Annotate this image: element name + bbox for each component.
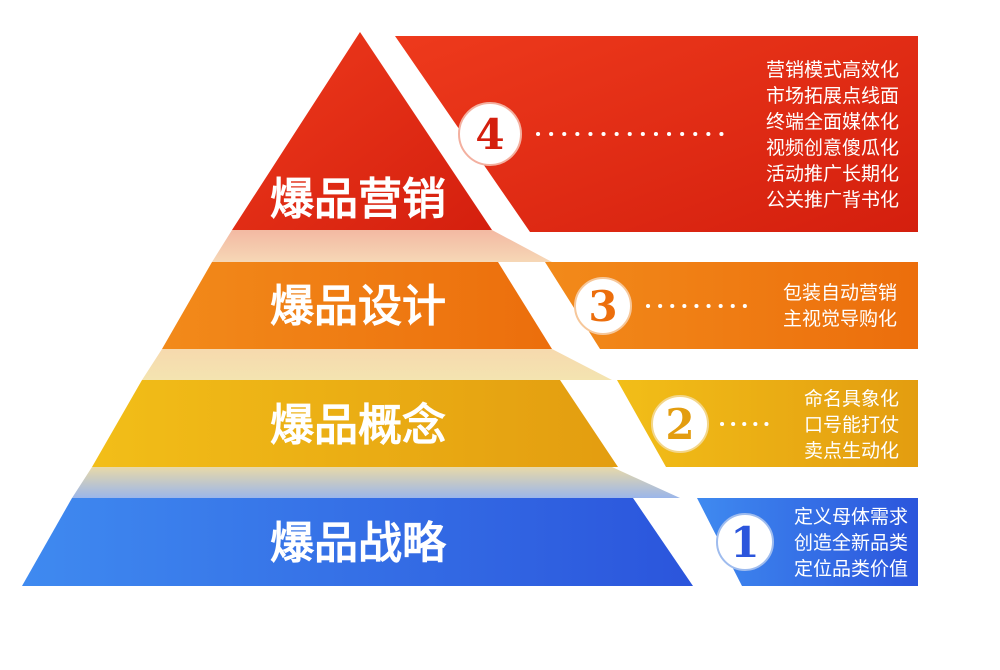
item-text: 营销模式高效化 (766, 59, 899, 81)
item-text: 主视觉导购化 (783, 308, 897, 330)
tier-title-design: 爆品设计 (270, 281, 446, 332)
item-text: 创造全新品类 (794, 532, 908, 554)
tier-shape-marketing (232, 32, 492, 230)
item-text: 命名具象化 (804, 388, 899, 410)
tier-title-concept: 爆品概念 (270, 400, 446, 451)
item-text: 市场拓展点线面 (766, 85, 899, 107)
connector-band-4-3 (212, 230, 552, 262)
item-list-strategy: 定义母体需求 创造全新品类 定位品类价值 (794, 506, 908, 580)
connector-band-3-2 (142, 349, 612, 380)
number-badge-2: 2 (651, 395, 709, 453)
tier-shape-concept (92, 380, 618, 467)
tier-title-strategy: 爆品战略 (270, 518, 447, 569)
item-text: 卖点生动化 (804, 440, 899, 462)
item-list-concept: 命名具象化 口号能打仗 卖点生动化 (804, 388, 899, 462)
item-list-design: 包装自动营销 主视觉导购化 (783, 282, 897, 330)
number-2: 2 (665, 400, 694, 449)
number-3: 3 (588, 282, 617, 331)
item-text: 公关推广背书化 (766, 189, 899, 211)
tier-shape-design (162, 262, 552, 349)
number-4: 4 (475, 110, 504, 159)
item-text: 定位品类价值 (794, 558, 908, 580)
item-text: 终端全面媒体化 (766, 111, 899, 133)
connector-band-2-1 (72, 467, 680, 498)
number-badge-1: 1 (716, 513, 774, 571)
item-text: 定义母体需求 (794, 506, 908, 528)
tier-title-marketing: 爆品营销 (270, 174, 446, 225)
item-text: 活动推广长期化 (766, 163, 899, 185)
item-text: 口号能打仗 (804, 414, 899, 436)
number-badge-3: 3 (574, 277, 632, 335)
item-text: 包装自动营销 (783, 282, 897, 304)
number-1: 1 (730, 518, 759, 567)
tier-shape-strategy (22, 498, 693, 586)
item-text: 视频创意傻瓜化 (766, 137, 899, 159)
item-list-marketing: 营销模式高效化 市场拓展点线面 终端全面媒体化 视频创意傻瓜化 活动推广长期化 … (766, 59, 899, 211)
number-badge-4: 4 (458, 102, 522, 166)
